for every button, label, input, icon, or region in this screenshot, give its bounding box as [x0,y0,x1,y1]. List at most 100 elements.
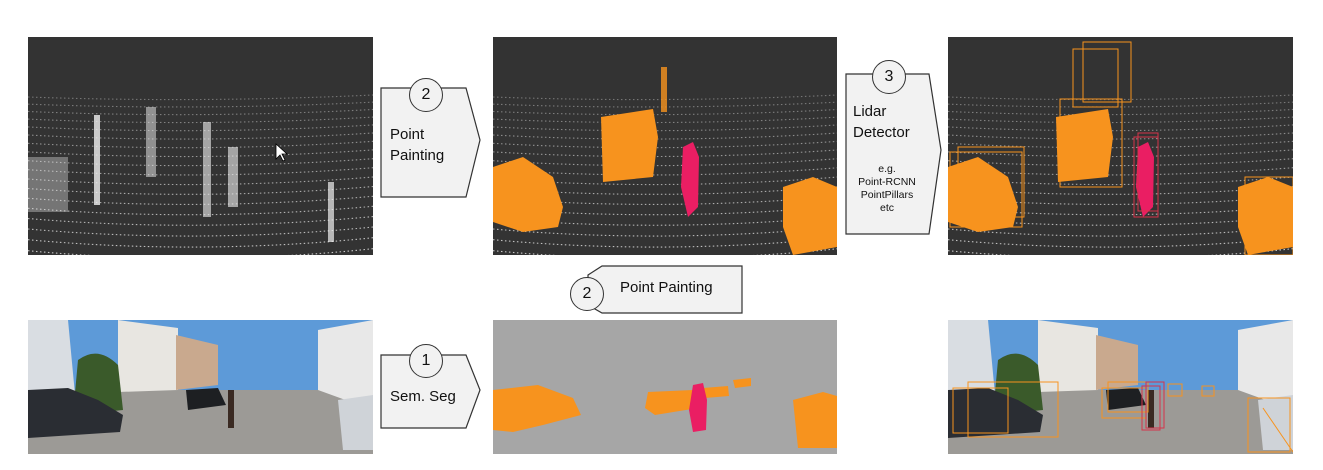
house-middle-2 [1096,335,1138,390]
painted-lidar-panel [493,37,837,255]
cyclist [1148,390,1154,428]
scan-line [28,140,373,149]
scan-line [28,195,373,205]
scan-line [493,237,837,248]
house-right [1238,320,1293,410]
scan-line [28,124,373,132]
detections-camera-panel [948,320,1293,454]
scan-line [948,226,1293,237]
scan-line [948,124,1293,132]
scan-line [28,205,373,216]
step-number-circle: 2 [409,78,443,112]
painted-lidar-svg [493,37,837,255]
scan-line [948,101,1293,108]
segmentation-panel [493,320,837,454]
scan-line [28,158,373,167]
projected-box-left [952,381,1059,438]
scan-line [493,149,837,158]
step-label: Point Painting [620,279,713,296]
seg-pedestrian [689,383,707,432]
scan-line [28,108,373,116]
camera-image-svg [28,320,373,454]
lidar-scan-lines [28,94,373,255]
seg-car-small [703,386,729,398]
scan-line [948,248,1293,255]
projected-box-right [1247,397,1293,453]
raw-lidar-panel [28,37,373,255]
scan-line [493,140,837,149]
scan-line [28,176,373,186]
painted-car-center [601,109,658,182]
scan-line [948,116,1293,124]
step-label: Sem. Seg [390,388,456,405]
projected-box-pedestrian [1141,381,1165,431]
cyclist [228,390,234,428]
scan-line [948,158,1293,167]
house-middle [1038,320,1098,392]
scan-line [28,116,373,124]
scan-line [948,108,1293,116]
detector-example-1: Point-RCNN [858,176,916,188]
seg-car-right [793,392,837,448]
seg-car-left [493,385,581,432]
detector-example-3: etc [879,202,894,214]
seg-background [493,320,837,454]
scan-line [493,132,837,140]
painted-pedestrian [681,142,699,217]
painted-car-right [783,177,837,255]
3d-box-right [1244,176,1293,255]
car-right [1258,395,1293,450]
3d-box-pedestrian [1133,132,1159,218]
camera-image-panel [28,320,373,454]
scan-line [493,124,837,132]
step-number-circle: 3 [872,60,906,94]
scan-line [28,215,373,226]
detections-lidar-panel [948,37,1293,255]
detector-example-2: PointPillars [860,189,914,201]
detected-pedestrian [1136,142,1154,217]
scan-line [28,101,373,108]
projected-box-small [1167,383,1215,397]
step-number-circle: 2 [570,277,604,311]
car-left [28,388,123,438]
scan-line [493,226,837,237]
lidar-detector-arrow: 3 Lidar Detector e.g. Point-RCNN PointPi… [845,60,943,235]
detected-car-left [948,157,1018,232]
scan-line [28,237,373,248]
arrow-shape [845,73,942,235]
scan-line [493,108,837,116]
scan-line [948,132,1293,140]
house-right [318,320,373,410]
detector-example-0: e.g. [878,163,896,175]
3d-box-left [949,146,1025,228]
point-painting-arrow-top: 2 Point Painting [380,78,482,198]
scan-line [948,140,1293,149]
scan-line [28,149,373,158]
seg-car-tiny [733,378,751,388]
scan-line [28,167,373,176]
lidar-background [28,37,373,255]
scan-line [948,149,1293,158]
house-middle [118,320,178,392]
3d-box-center [1059,41,1132,188]
arrow-shape [380,87,481,198]
car-center [1106,388,1146,410]
scan-line [28,132,373,140]
point-painting-arrow-mid: 2 Point Painting [570,265,745,317]
scan-line [28,185,373,195]
house-middle-2 [176,335,218,390]
scan-line [28,226,373,237]
painted-pole [661,67,667,112]
step-label-line1: Point [390,126,425,143]
scan-line [948,237,1293,248]
segmentation-svg [493,320,837,454]
raw-vertical-structures [28,107,334,242]
scan-line [493,116,837,124]
arrow-shape [380,354,481,429]
scan-line [493,248,837,255]
scan-line [493,158,837,167]
detections-camera-svg [948,320,1293,454]
sem-seg-arrow: 1 Sem. Seg [380,340,482,430]
step-label-line2: Painting [390,147,445,164]
cursor-icon [275,143,289,162]
